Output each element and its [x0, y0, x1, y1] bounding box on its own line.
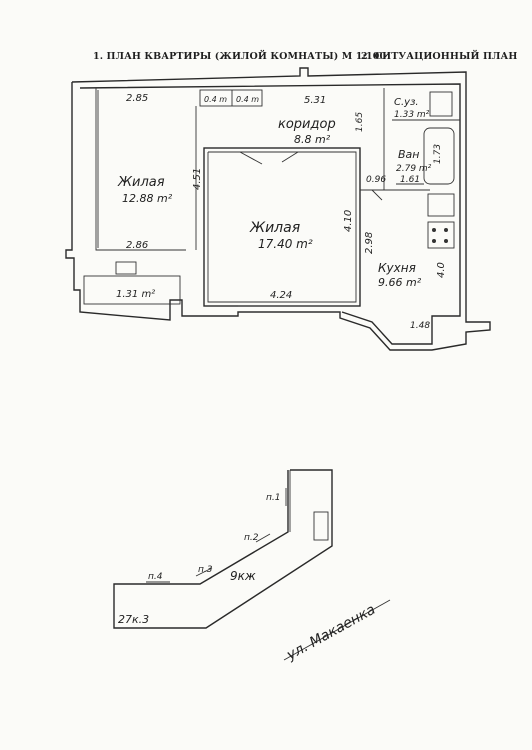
dim-4-10: 4.10	[343, 210, 354, 232]
dim-0-96: 0.96	[366, 175, 386, 185]
dim-1-73: 1.73	[433, 144, 443, 164]
living-small-name: Жилая	[117, 175, 165, 190]
corridor-area: 8.8 m²	[294, 133, 331, 146]
wc-name: С.уз.	[394, 97, 419, 108]
dim-4-51: 4.51	[192, 168, 203, 190]
dim-0-4-a: 0.4 m	[204, 95, 227, 104]
building-label-2: 27к.3	[118, 613, 149, 626]
living-large-area: 17.40 m²	[258, 237, 313, 251]
dim-1-48: 1.48	[410, 321, 430, 331]
kitchen-area: 9.66 m²	[378, 276, 422, 289]
apartment-walls	[65, 67, 491, 351]
bath-name: Ван	[398, 148, 419, 161]
dim-0-4-b: 0.4 m	[236, 95, 259, 104]
dim-2-85: 2.85	[126, 93, 148, 104]
living-small-area: 12.88 m²	[122, 192, 173, 205]
situation-point-2: п.2	[244, 533, 259, 543]
dim-5-31: 5.31	[304, 95, 326, 106]
dim-2-98: 2.98	[364, 232, 375, 254]
living-large-name: Жилая	[249, 220, 300, 236]
floor-plan-title: 1. ПЛАН КВАРТИРЫ (ЖИЛОЙ КОМНАТЫ) М 1:100	[93, 51, 387, 62]
dim-1-61: 1.61	[400, 175, 420, 185]
situation-point-3: п.3	[198, 565, 213, 575]
kitchen-name: Кухня	[378, 261, 416, 275]
bath-area: 2.79 m²	[396, 164, 432, 174]
situation-plan-drawing	[113, 469, 391, 661]
situation-point-1: п.1	[266, 493, 280, 503]
dim-2-86: 2.86	[126, 240, 148, 251]
situation-point-4: п.4	[148, 572, 163, 582]
wc-area: 1.33 m²	[394, 110, 430, 120]
street-label: ул. Макаенка	[283, 602, 378, 664]
building-label: 9кж	[230, 569, 256, 583]
balcony-area: 1.31 m²	[116, 289, 155, 300]
dim-4-0: 4.0	[436, 262, 447, 278]
corridor-name: коридор	[278, 117, 336, 132]
situation-plan-title: 2. СИТУАЦИОННЫЙ ПЛАН	[361, 51, 518, 62]
dim-4-24: 4.24	[270, 290, 292, 301]
dim-1-65: 1.65	[355, 112, 365, 132]
